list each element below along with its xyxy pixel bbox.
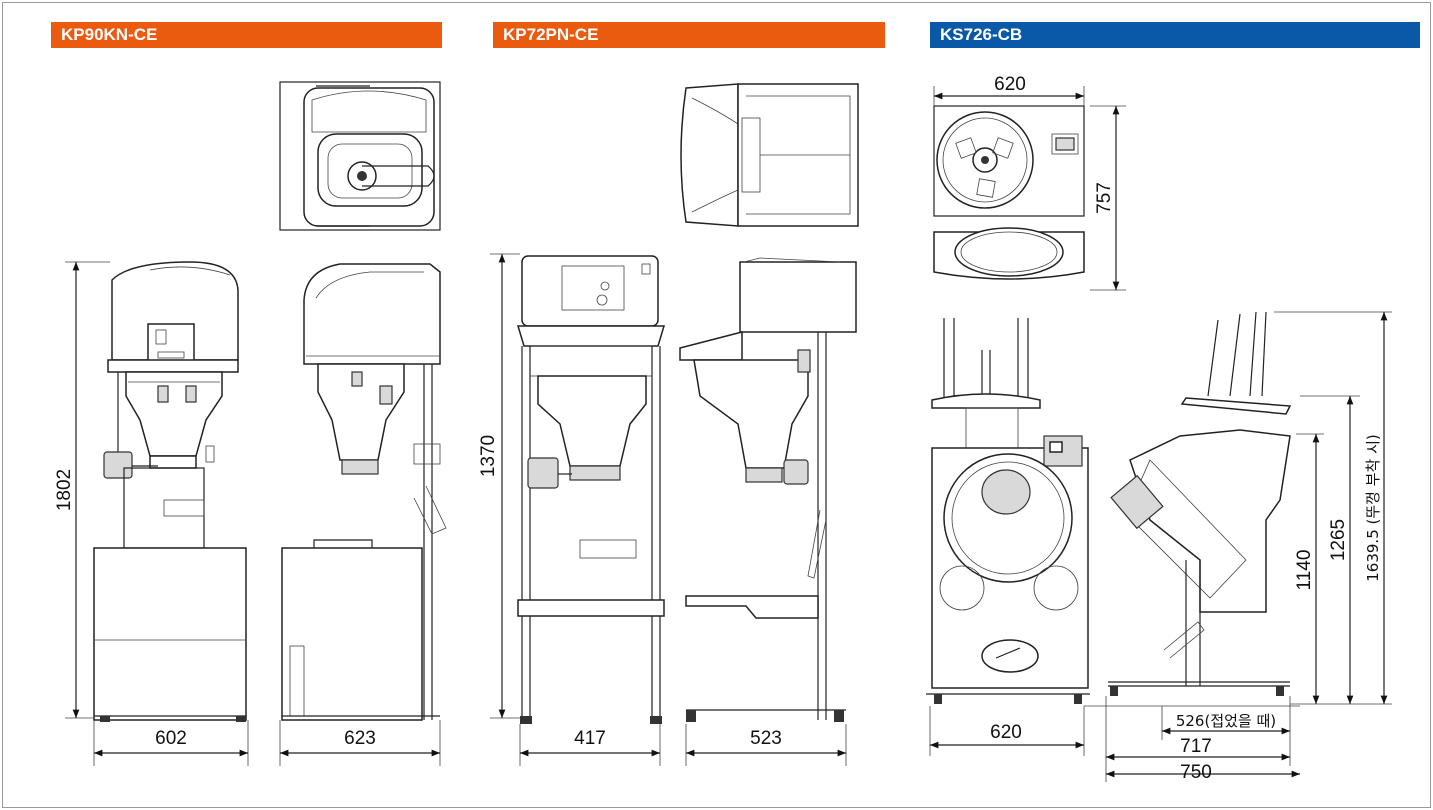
kp72-dimensions bbox=[490, 253, 847, 766]
ks726-dimensions bbox=[929, 86, 1392, 782]
ks726-height-b-label: 1265 bbox=[1328, 519, 1349, 561]
kp90-front-width-label: 602 bbox=[155, 728, 187, 749]
ks726-folded-depth-label: 526(접었을 때) bbox=[1176, 712, 1276, 730]
kp90-front-view bbox=[93, 261, 247, 722]
kp72-front-view bbox=[516, 255, 666, 724]
ks726-depth-b-label: 750 bbox=[1180, 762, 1212, 783]
ks726-front-view bbox=[926, 318, 1090, 704]
ks726-top-view bbox=[933, 105, 1085, 280]
kp72-side-view bbox=[679, 257, 857, 722]
kp72-front-width-label: 417 bbox=[574, 728, 606, 749]
ks726-side-view bbox=[1108, 311, 1292, 696]
ks726-top-width-label: 620 bbox=[994, 74, 1026, 95]
ks726-height-c-label: 1639.5 (뚜껑 부착 시) bbox=[1364, 434, 1382, 582]
ks726-top-depth-label: 757 bbox=[1094, 182, 1115, 214]
model-banner-kp90: KP90KN-CE bbox=[51, 22, 442, 48]
kp72-height-label: 1370 bbox=[478, 435, 499, 477]
ks726-front-width-label: 620 bbox=[990, 722, 1022, 743]
model-banner-ks726: KS726-CB bbox=[930, 22, 1420, 48]
kp90-height-label: 1802 bbox=[54, 469, 75, 511]
model-banner-kp72: KP72PN-CE bbox=[493, 22, 885, 48]
kp90-dimensions bbox=[65, 261, 441, 766]
kp72-side-depth-label: 523 bbox=[750, 728, 782, 749]
kp90-top-view bbox=[279, 81, 441, 231]
kp72-top-view bbox=[680, 83, 859, 227]
kp90-side-depth-label: 623 bbox=[344, 728, 376, 749]
ks726-depth-a-label: 717 bbox=[1180, 736, 1212, 757]
ks726-height-a-label: 1140 bbox=[1294, 550, 1315, 591]
kp90-side-view bbox=[281, 263, 447, 721]
